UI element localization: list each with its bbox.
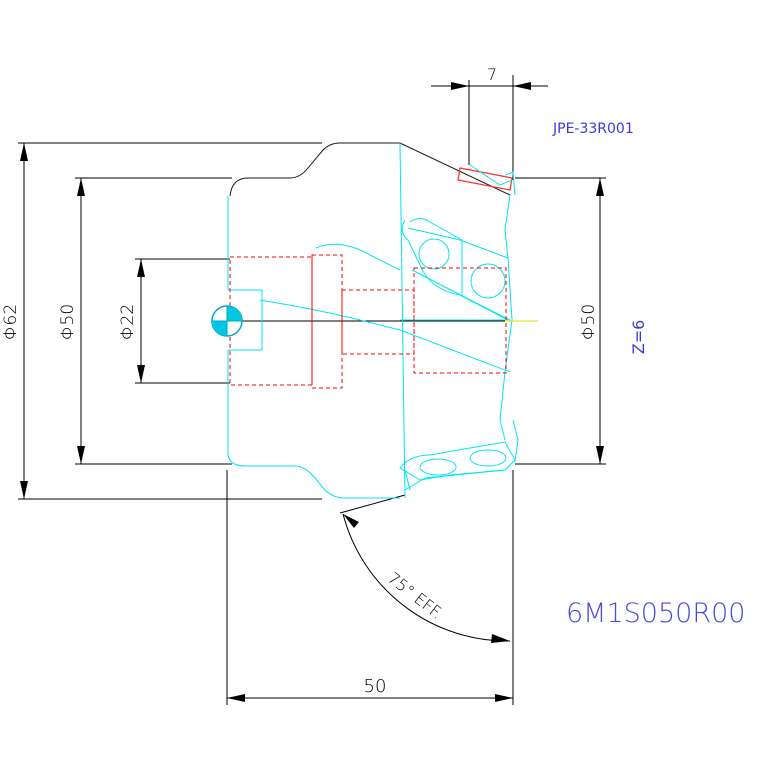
dim-length-50: 50: [364, 676, 387, 697]
dim-phi62: Φ62: [1, 304, 21, 340]
dim-phi50-left: Φ50: [58, 304, 78, 340]
dim-phi22: Φ22: [118, 304, 138, 340]
cutter-outline: [227, 142, 519, 499]
insert-outline: [457, 167, 513, 191]
insert-code-label: JPE-33R001: [552, 121, 634, 137]
dimension-arrows: [20, 82, 604, 702]
center-mark-icon: [211, 305, 243, 337]
hidden-lines: [229, 254, 507, 389]
dim-angle: 75° EFF.: [384, 568, 447, 623]
dimension-lines: [18, 75, 606, 705]
cutter-body-outline: [229, 142, 511, 197]
dim-width-7: 7: [487, 65, 497, 84]
teeth-count-label: Z=6: [629, 320, 648, 355]
dim-phi50-right: Φ50: [579, 304, 599, 340]
part-number-label: 6M1S050R00: [566, 598, 745, 629]
insert-edge: [469, 164, 513, 186]
